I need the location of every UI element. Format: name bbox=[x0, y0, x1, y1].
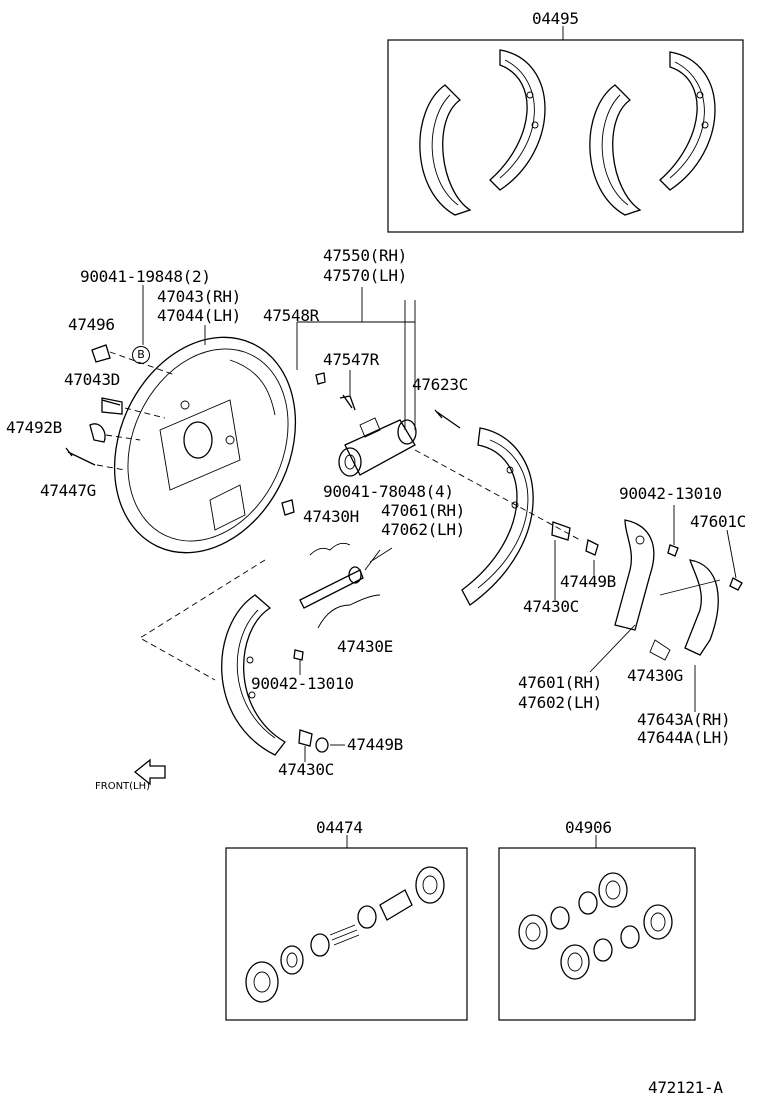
washer-47601c-shape bbox=[729, 577, 743, 591]
label-90042-13010-left: 90042-13010 bbox=[251, 674, 354, 693]
kit-label-04906: 04906 bbox=[565, 818, 612, 837]
front-direction-label: FRONT(LH) bbox=[95, 781, 151, 792]
label-47430g: 47430G bbox=[627, 666, 683, 685]
label-90041-19848: 90041-19848(2) bbox=[80, 267, 211, 286]
label-47550: 47550(RH) bbox=[323, 246, 407, 265]
label-47430c-left: 47430C bbox=[278, 760, 334, 779]
label-47043d: 47043D bbox=[64, 370, 120, 389]
kit-box-04474 bbox=[225, 847, 468, 1021]
label-47601-rh: 47601(RH) bbox=[518, 673, 602, 692]
cup-47449b-left-shape bbox=[315, 737, 329, 753]
label-47043-rh: 47043(RH) bbox=[157, 287, 241, 306]
bleeder-47547r-shape bbox=[339, 394, 356, 411]
label-47430h: 47430H bbox=[303, 507, 359, 526]
spring-47430g-shape bbox=[649, 639, 671, 661]
bolt-90041-78048-shape bbox=[281, 499, 295, 516]
part-47496-shape bbox=[91, 344, 111, 363]
label-47062-lh: 47062(LH) bbox=[381, 520, 465, 539]
spring-47430c-left-shape bbox=[298, 729, 313, 747]
kit-box-04906 bbox=[498, 847, 696, 1021]
label-47449b-left: 47449B bbox=[347, 735, 403, 754]
label-47492b: 47492B bbox=[6, 418, 62, 437]
label-47602-lh: 47602(LH) bbox=[518, 693, 602, 712]
pin-47447g-shape bbox=[65, 447, 96, 466]
label-47496: 47496 bbox=[68, 315, 115, 334]
label-47601c: 47601C bbox=[690, 512, 746, 531]
reference-circle-b: B bbox=[132, 346, 150, 364]
spring-47430c-right-shape bbox=[551, 521, 571, 541]
clip-90042-13010-right-shape bbox=[667, 544, 679, 557]
label-47449b-right: 47449B bbox=[560, 572, 616, 591]
kit-label-04474: 04474 bbox=[316, 818, 363, 837]
spring-47430e-shape bbox=[317, 594, 381, 629]
brake-shoe-right bbox=[461, 427, 534, 606]
wheel-cylinder bbox=[338, 417, 417, 477]
label-47570: 47570(LH) bbox=[323, 266, 407, 285]
bolt-47043d-shape bbox=[101, 397, 123, 415]
kit-label-04495: 04495 bbox=[532, 9, 579, 28]
part-47492b-shape bbox=[89, 423, 106, 443]
clip-90042-13010-left-shape bbox=[293, 649, 304, 661]
label-90042-13010-right: 90042-13010 bbox=[619, 484, 722, 503]
part-47548r-shape bbox=[315, 372, 326, 385]
part-47623c-shape bbox=[434, 409, 461, 429]
front-arrow-icon bbox=[133, 758, 166, 786]
label-90041-78048: 90041-78048(4) bbox=[323, 482, 454, 501]
label-47430e: 47430E bbox=[337, 637, 393, 656]
label-47430c-right: 47430C bbox=[523, 597, 579, 616]
adjuster-assembly bbox=[299, 542, 393, 609]
cylinder-kit-04906-parts bbox=[518, 872, 673, 980]
label-47547r: 47547R bbox=[323, 350, 379, 369]
label-47623c: 47623C bbox=[412, 375, 468, 394]
parking-brake-lever bbox=[614, 519, 721, 656]
brake-shoe-left bbox=[221, 594, 286, 756]
brake-shoe-kit-04495 bbox=[419, 49, 716, 216]
backing-plate bbox=[113, 336, 297, 554]
label-47548r: 47548R bbox=[263, 306, 319, 325]
cylinder-kit-04474-parts bbox=[245, 866, 445, 1003]
kit-box-04495 bbox=[387, 39, 744, 233]
diagram-reference-number: 472121-A bbox=[648, 1078, 723, 1097]
label-47447g: 47447G bbox=[40, 481, 96, 500]
cup-47449b-right-shape bbox=[585, 539, 599, 556]
label-47644a-lh: 47644A(LH) bbox=[637, 728, 731, 747]
label-47044-lh: 47044(LH) bbox=[157, 306, 241, 325]
label-47643a-rh: 47643A(RH) bbox=[637, 710, 731, 729]
label-47061-rh: 47061(RH) bbox=[381, 501, 465, 520]
